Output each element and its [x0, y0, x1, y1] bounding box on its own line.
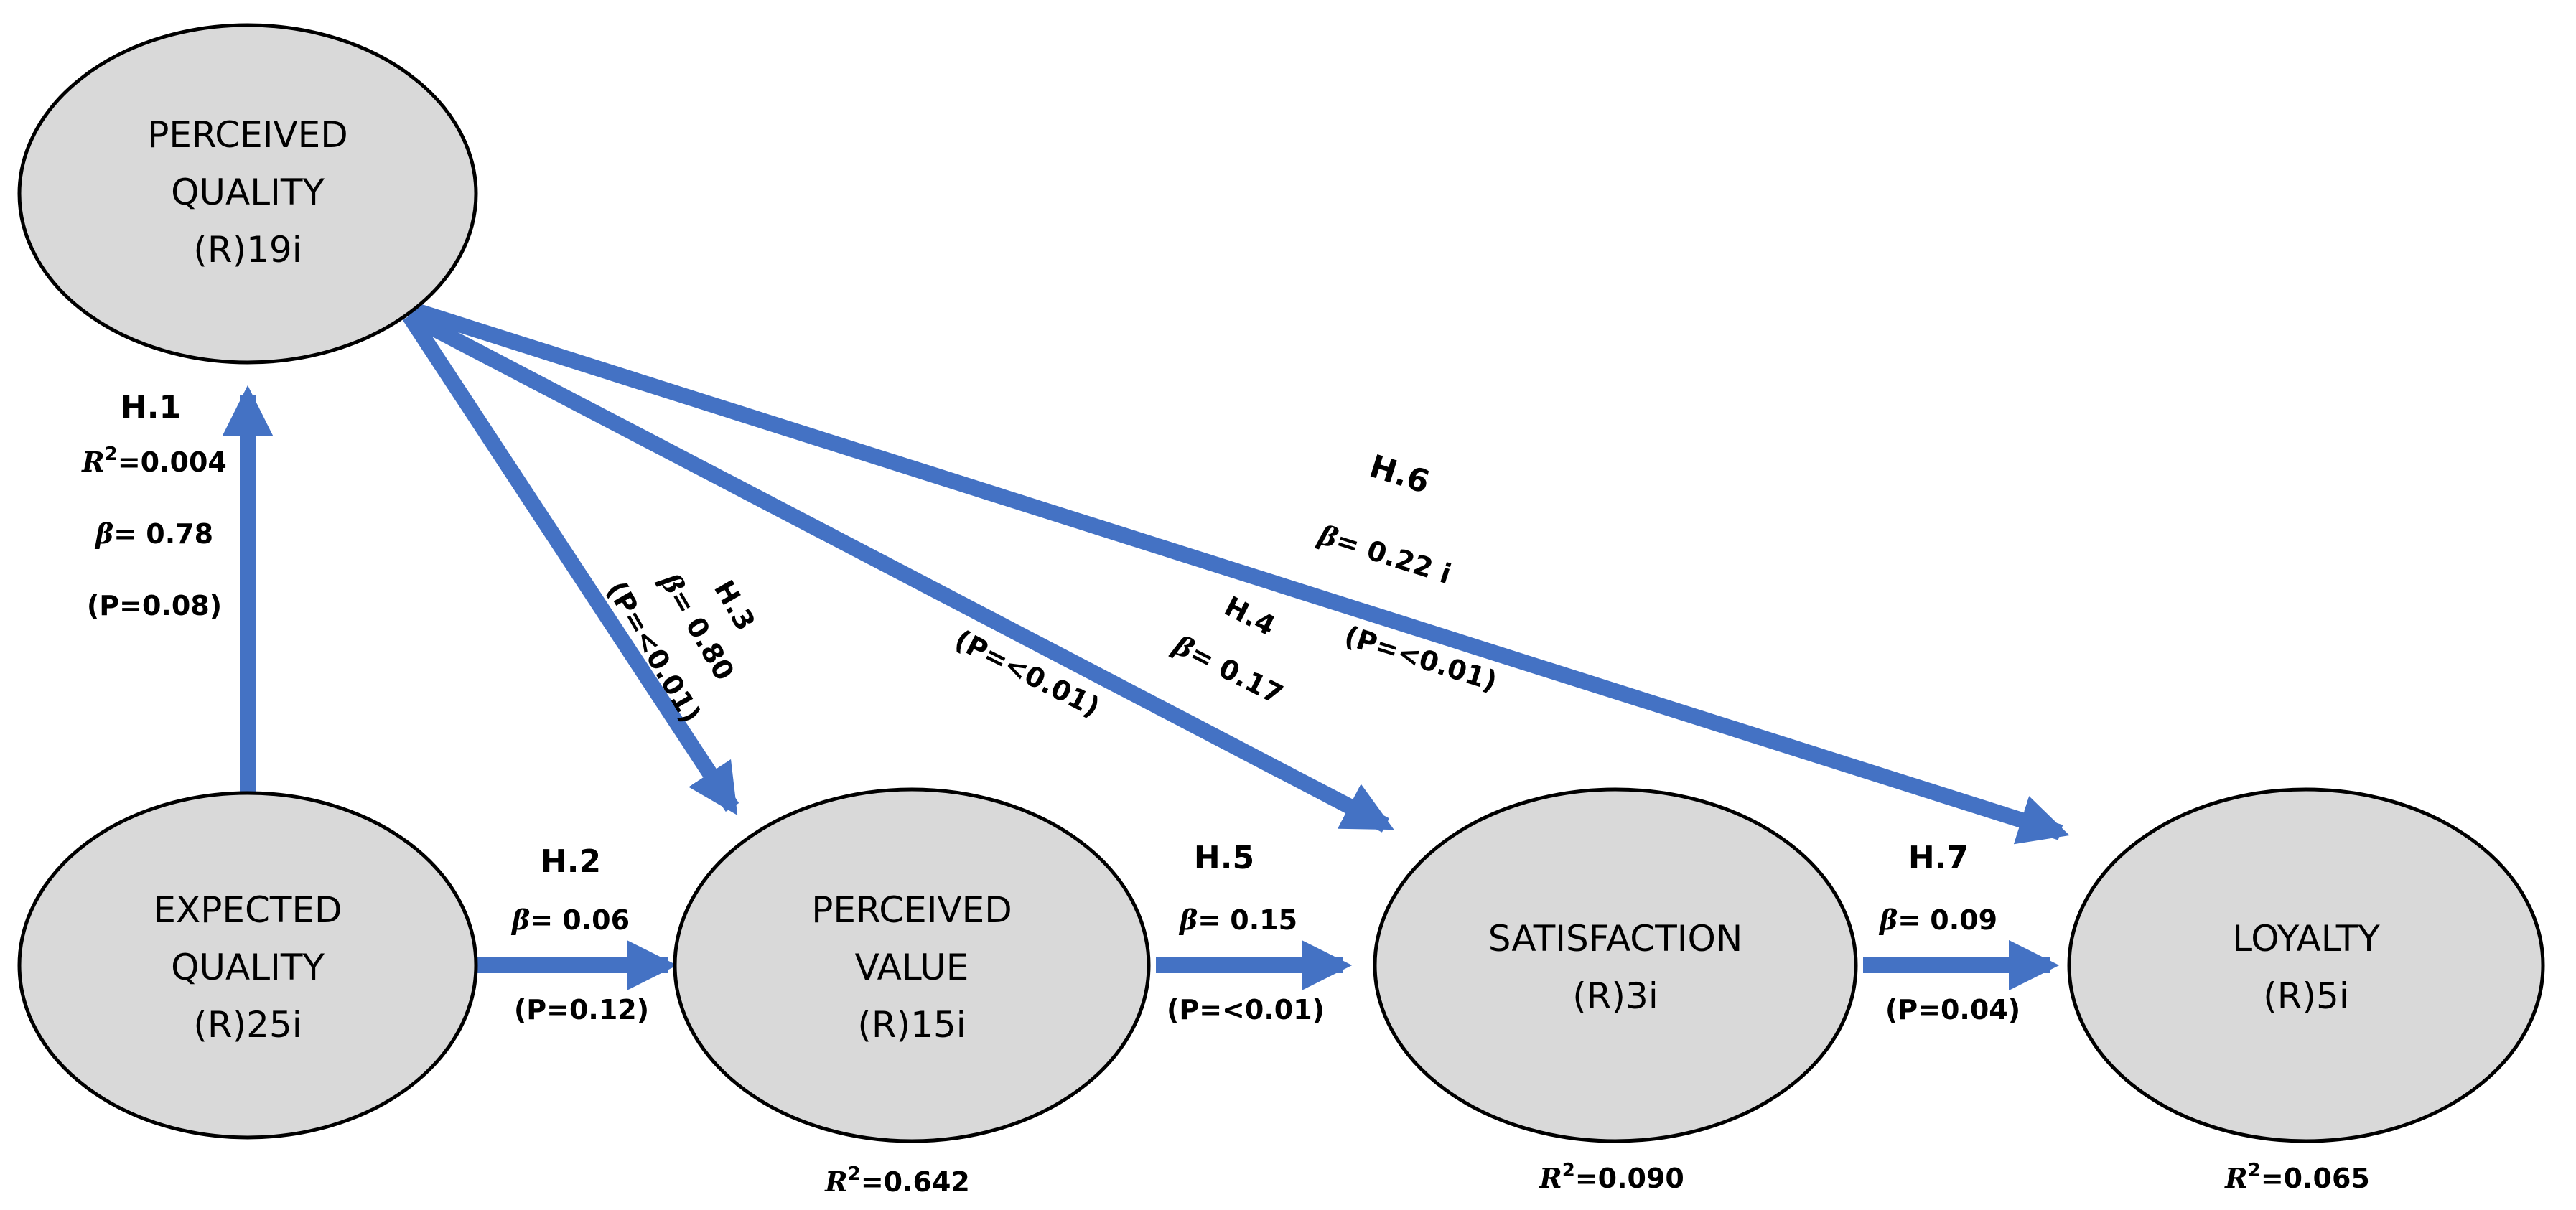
h5-beta-value: = 0.15	[1198, 904, 1297, 936]
hypothesis-h4-labels: H.4 β= 0.17 (P=<0.01)	[950, 590, 1288, 723]
arrow-h3	[402, 311, 739, 816]
hypothesis-h2-labels: H.2 β= 0.06 (P=0.12)	[510, 843, 649, 1026]
node-satisfaction: SATISFACTION (R)3i	[1373, 787, 1858, 1143]
beta-symbol: β	[510, 904, 530, 936]
h2-beta: β= 0.06	[510, 904, 630, 936]
h6-label: H.6	[1366, 448, 1434, 501]
h7-p: (P=0.04)	[1885, 994, 2020, 1026]
hypothesis-h5-labels: H.5 β= 0.15 (P=<0.01)	[1167, 840, 1325, 1026]
h1-p: (P=0.08)	[87, 590, 222, 622]
node-loyalty-line1: LOYALTY	[2232, 918, 2380, 960]
beta-symbol: β	[94, 517, 113, 550]
h1-label: H.1	[121, 389, 181, 426]
h1-r2: R2=0.004	[81, 444, 227, 478]
h5-beta: β= 0.15	[1178, 904, 1297, 936]
node-expected-quality-line2: QUALITY	[171, 947, 325, 988]
h6-beta: β= 0.22 i	[1314, 517, 1455, 590]
node-loyalty: LOYALTY (R)5i	[2067, 787, 2545, 1143]
hypothesis-h1-labels: H.1 R2=0.004 β= 0.78 (P=0.08)	[81, 389, 227, 622]
loyalty-r2-value: =0.065	[2261, 1163, 2370, 1194]
r2-symbol: R	[81, 446, 105, 478]
node-expected-quality-line1: EXPECTED	[153, 889, 342, 931]
path-arrows	[222, 301, 2070, 991]
satisfaction-r2-value: =0.090	[1575, 1163, 1684, 1194]
h7-beta: β= 0.09	[1878, 904, 1997, 936]
node-satisfaction-line1: SATISFACTION	[1488, 918, 1742, 960]
h1-beta: β= 0.78	[94, 517, 213, 550]
node-perceived-value-line2: VALUE	[855, 947, 969, 988]
h7-beta-value: = 0.09	[1898, 904, 1997, 936]
satisfaction-r2: R2=0.090	[1539, 1160, 1684, 1194]
loyalty-r2: R2=0.065	[2224, 1160, 2370, 1194]
h2-label: H.2	[541, 843, 601, 880]
h5-label: H.5	[1194, 840, 1254, 876]
r2-symbol: R	[824, 1166, 848, 1198]
beta-symbol: β	[1178, 904, 1198, 936]
h1-r2-value: =0.004	[118, 446, 227, 478]
node-perceived-quality-line2: QUALITY	[171, 172, 325, 213]
hypothesis-h6-labels: H.6 β= 0.22 i (P=<0.01)	[1314, 448, 1501, 697]
node-perceived-value-line3: (R)15i	[857, 1004, 966, 1046]
r2-superscript: 2	[1562, 1160, 1575, 1181]
r2-superscript: 2	[2248, 1160, 2261, 1181]
perceived-value-r2: R2=0.642	[824, 1163, 970, 1198]
h4-beta-value: = 0.17	[1185, 637, 1288, 710]
node-perceived-quality-line3: (R)19i	[193, 229, 302, 271]
h2-p: (P=0.12)	[514, 994, 649, 1026]
node-perceived-value-line1: PERCEIVED	[811, 889, 1012, 931]
perceived-value-r2-value: =0.642	[861, 1166, 970, 1198]
node-perceived-quality-line1: PERCEIVED	[147, 114, 348, 156]
h4-label: H.4	[1220, 590, 1281, 642]
hypothesis-h7-labels: H.7 β= 0.09 (P=0.04)	[1878, 840, 2020, 1026]
r2-superscript: 2	[848, 1163, 861, 1185]
hypothesis-h3-labels: H.3 β= 0.80 (P=<0.01)	[601, 566, 762, 728]
h4-beta: β= 0.17	[1167, 628, 1288, 710]
node-loyalty-line2: (R)5i	[2263, 975, 2348, 1017]
node-expected-quality-line3: (R)25i	[193, 1004, 302, 1046]
beta-symbol: β	[1878, 904, 1898, 936]
node-perceived-value: PERCEIVED VALUE (R)15i	[673, 787, 1151, 1143]
h6-beta-value: = 0.22 i	[1333, 525, 1455, 591]
h1-beta-value: = 0.78	[113, 518, 213, 550]
h2-beta-value: = 0.06	[530, 904, 630, 936]
h7-label: H.7	[1908, 840, 1969, 876]
r2-symbol: R	[1539, 1162, 1562, 1194]
r2-symbol: R	[2224, 1162, 2248, 1194]
r2-superscript: 2	[105, 444, 118, 465]
node-satisfaction-line2: (R)3i	[1572, 975, 1658, 1017]
node-expected-quality: EXPECTED QUALITY (R)25i	[17, 791, 478, 1140]
h5-p: (P=<0.01)	[1167, 994, 1325, 1026]
arrow-h6	[406, 301, 2070, 845]
node-perceived-quality: PERCEIVED QUALITY (R)19i	[17, 23, 478, 365]
arrow-h4	[405, 309, 1394, 833]
